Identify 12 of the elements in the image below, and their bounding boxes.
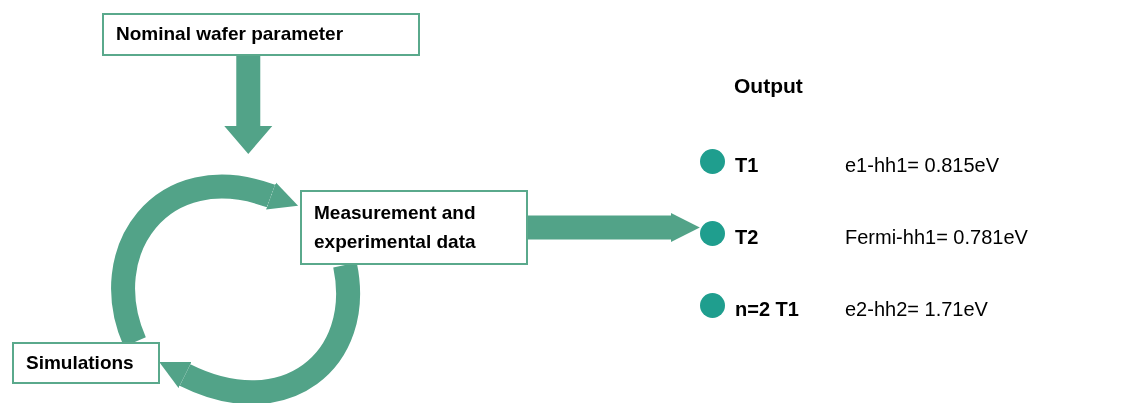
process-box: Simulations [12,342,160,384]
block-arrow [528,213,700,242]
term-label: T2 [735,225,760,250]
term-label: T1 [735,153,760,178]
energy-value: e1-hh1= 0.815eV [845,153,1000,178]
process-box: Nominal wafer parameter [102,13,420,56]
process-box: Measurement and experimental data [300,190,528,265]
output-heading: Output [734,73,803,99]
term-label: n=2 T1 [735,297,800,322]
energy-value: e2-hh2= 1.71eV [845,297,988,322]
energy-value: Fermi-hh1= 0.781eV [845,225,1028,250]
block-arrow [224,56,273,154]
